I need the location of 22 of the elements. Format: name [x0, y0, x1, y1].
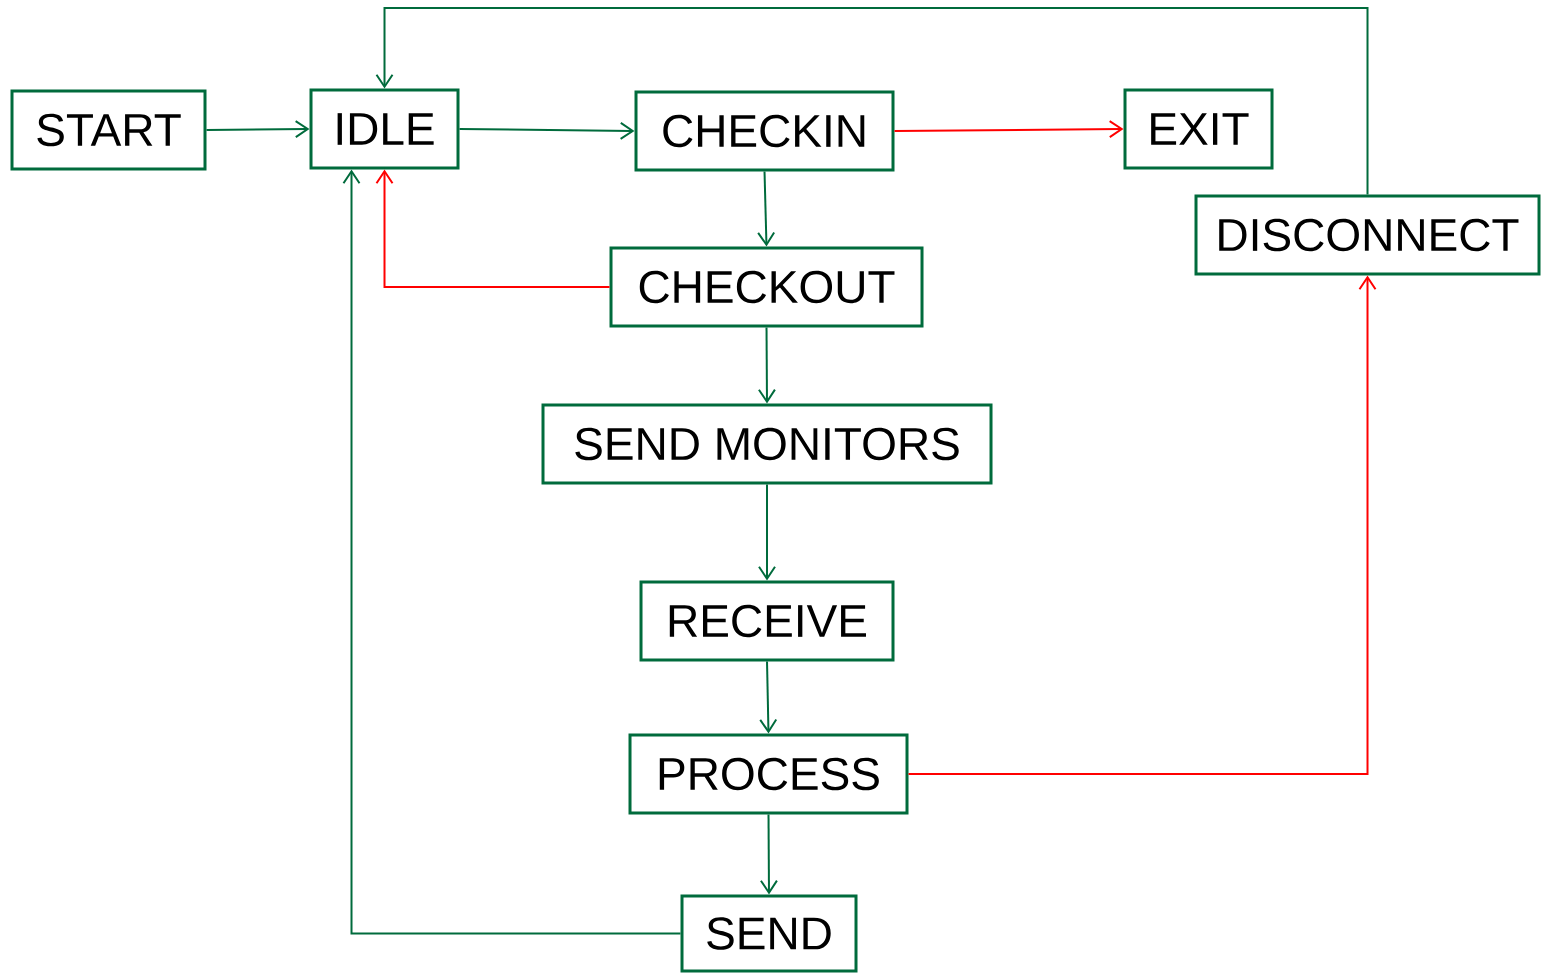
arrow [757, 326, 776, 404]
arrow [758, 483, 776, 581]
arrow [757, 170, 776, 247]
state-box: SEND MONITORS [541, 403, 993, 485]
arrow [342, 169, 682, 935]
arrow [893, 120, 1124, 139]
arrow [759, 660, 778, 734]
state-box: DISCONNECT [1194, 194, 1541, 276]
state-box: START [10, 89, 207, 171]
state-box: IDLE [309, 88, 460, 170]
state-box: RECEIVE [639, 580, 895, 662]
state-box: EXIT [1123, 88, 1274, 170]
arrow [205, 120, 310, 139]
state-box: CHECKIN [634, 90, 895, 172]
arrow [375, 169, 611, 288]
arrow [458, 121, 635, 140]
arrow [759, 813, 778, 895]
arrow [907, 275, 1377, 775]
state-box: PROCESS [628, 733, 909, 815]
state-box: SEND [680, 894, 858, 973]
arrow [375, 7, 1369, 196]
state-box: CHECKOUT [609, 246, 924, 328]
